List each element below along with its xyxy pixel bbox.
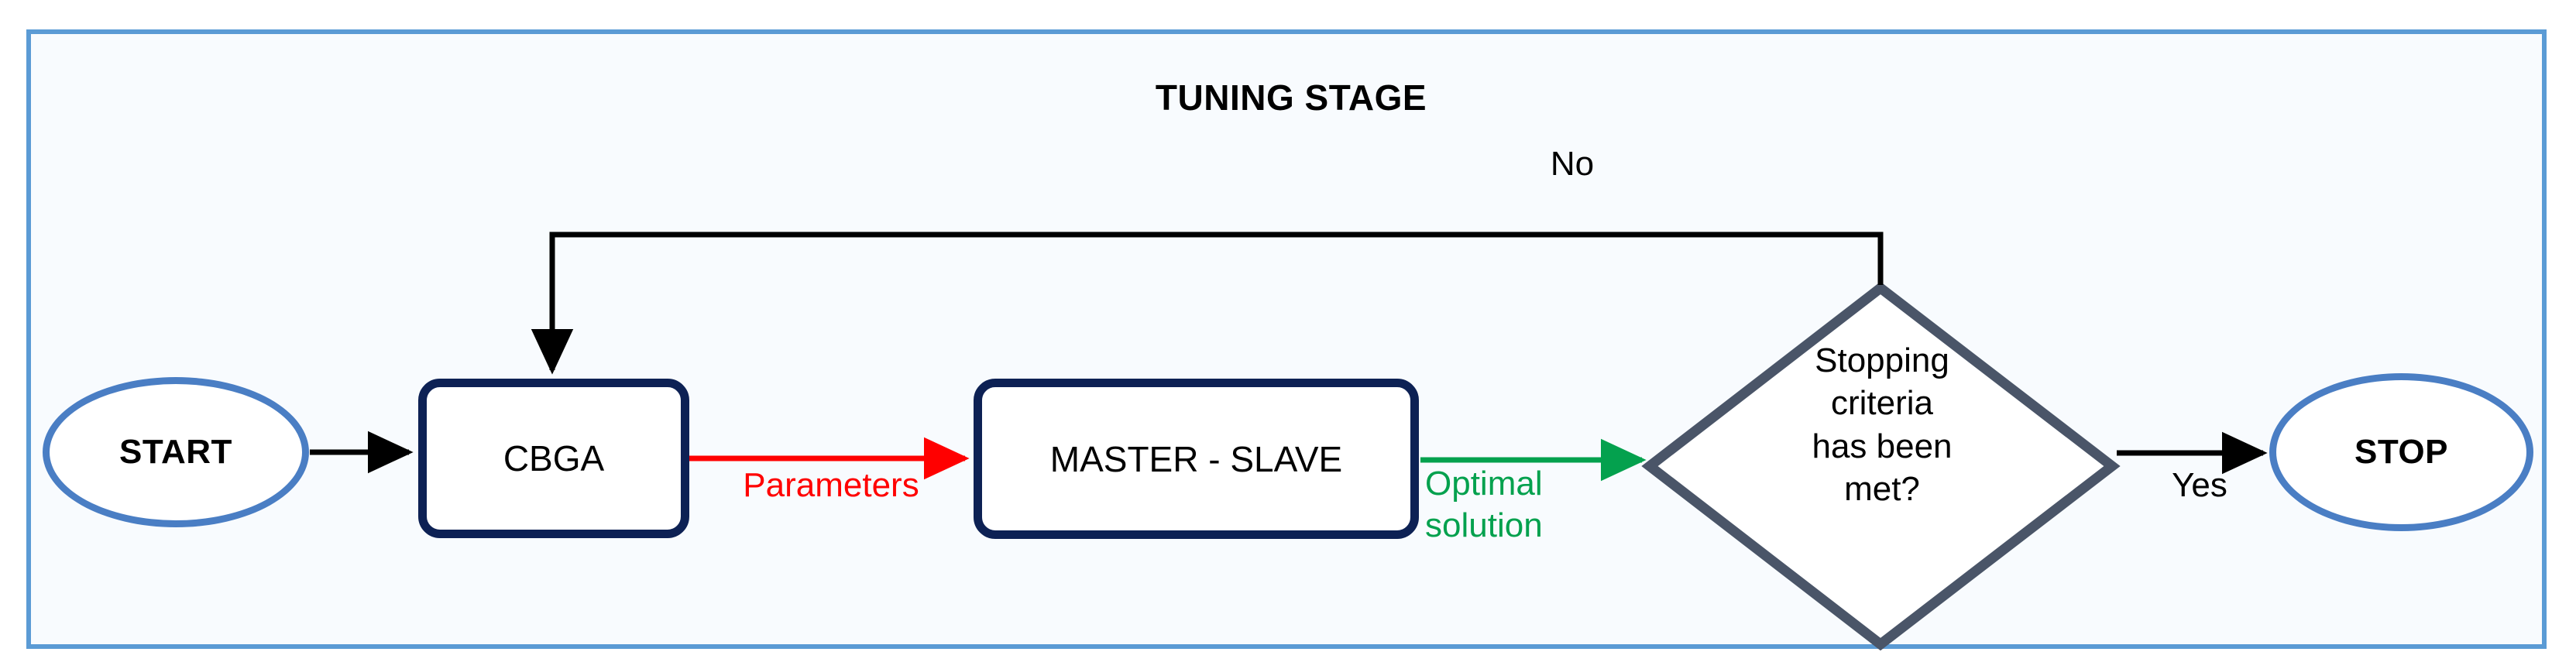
node-start[interactable]: START	[43, 377, 309, 527]
edge-label-parameters: Parameters	[743, 466, 919, 504]
node-decision-label: Stopping criteria has been met?	[1812, 341, 1953, 509]
node-stop[interactable]: STOP	[2269, 373, 2533, 531]
node-cbga-label: CBGA	[503, 438, 605, 479]
node-start-label: START	[119, 433, 232, 471]
edge-label-no: No	[1550, 145, 1595, 183]
node-stop-label: STOP	[2354, 433, 2448, 471]
page-title: TUNING STAGE	[1155, 77, 1427, 118]
node-cbga[interactable]: CBGA	[418, 379, 689, 538]
edge-label-yes: Yes	[2172, 466, 2227, 504]
tuning-stage-panel: TUNING STAGE	[26, 29, 2547, 649]
edge-label-optimal-solution: Optimal solution	[1425, 465, 1543, 544]
node-master-slave-label: MASTER - SLAVE	[1049, 438, 1343, 479]
node-master-slave[interactable]: MASTER - SLAVE	[974, 379, 1419, 539]
